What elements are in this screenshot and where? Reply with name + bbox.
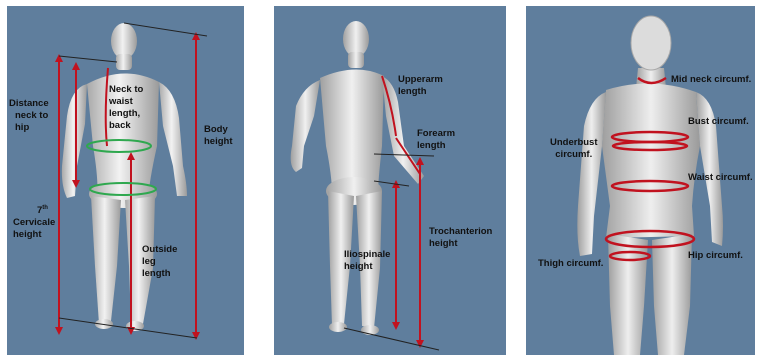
label-line: Forearm: [417, 128, 455, 140]
label-hip-circumf: Hip circumf.: [688, 250, 743, 262]
label-line: waist: [109, 96, 143, 108]
panel-back-figure: [7, 6, 244, 355]
label-upperarm-length: Upperarm length: [398, 74, 443, 98]
face-blur: [631, 16, 671, 70]
label-line: height: [344, 261, 390, 273]
label-distance-neck-to-hip: Distance neck to hip: [9, 98, 49, 134]
label-body-height: Body height: [204, 124, 233, 148]
label-line: height: [13, 229, 55, 241]
label-line: height: [204, 136, 233, 148]
label-line: length: [142, 268, 177, 280]
label-line: length,: [109, 108, 143, 120]
label-trochanterion-height: Trochanterion height: [429, 226, 492, 250]
label-line: Upperarm: [398, 74, 443, 86]
label-line: leg: [142, 256, 177, 268]
label-line: length: [398, 86, 443, 98]
panel-back-view: Distance neck to hip Neck to waist lengt…: [7, 6, 244, 355]
label-line: Iliospinale: [344, 249, 390, 261]
label-line: back: [109, 120, 143, 132]
label-mid-neck-circumf: Mid neck circumf.: [671, 74, 751, 86]
label-line: circumf.: [550, 149, 598, 161]
label-superscript: th: [42, 205, 48, 211]
label-line: Underbust: [550, 137, 598, 149]
label-line: Trochanterion: [429, 226, 492, 238]
panel-front-view: Mid neck circumf. Bust circumf. Underbus…: [526, 6, 755, 355]
label-iliospinale-height: Iliospinale height: [344, 249, 390, 273]
label-line: Outside: [142, 244, 177, 256]
label-waist-circumf: Waist circumf.: [688, 172, 753, 184]
panel-side-figure: [274, 6, 506, 355]
label-line: length: [417, 140, 455, 152]
label-line: Distance: [9, 98, 49, 110]
label-underbust-circumf: Underbust circumf.: [550, 137, 598, 161]
label-cervicale-height: 7th Cervicale height: [13, 202, 55, 241]
label-line: 7th: [13, 202, 55, 217]
label-line: neck to: [9, 110, 49, 122]
label-line: height: [429, 238, 492, 250]
label-bust-circumf: Bust circumf.: [688, 116, 749, 128]
label-forearm-length: Forearm length: [417, 128, 455, 152]
label-neck-to-waist-back: Neck to waist length, back: [109, 84, 143, 132]
label-line: Cervicale: [13, 217, 55, 229]
label-line: hip: [9, 122, 49, 134]
label-line: Neck to: [109, 84, 143, 96]
label-thigh-circumf: Thigh circumf.: [538, 258, 603, 270]
panel-background: [274, 6, 506, 355]
label-outside-leg-length: Outside leg length: [142, 244, 177, 280]
panel-back-side-view: Upperarm length Forearm length Trochante…: [274, 6, 506, 355]
label-line: Body: [204, 124, 233, 136]
